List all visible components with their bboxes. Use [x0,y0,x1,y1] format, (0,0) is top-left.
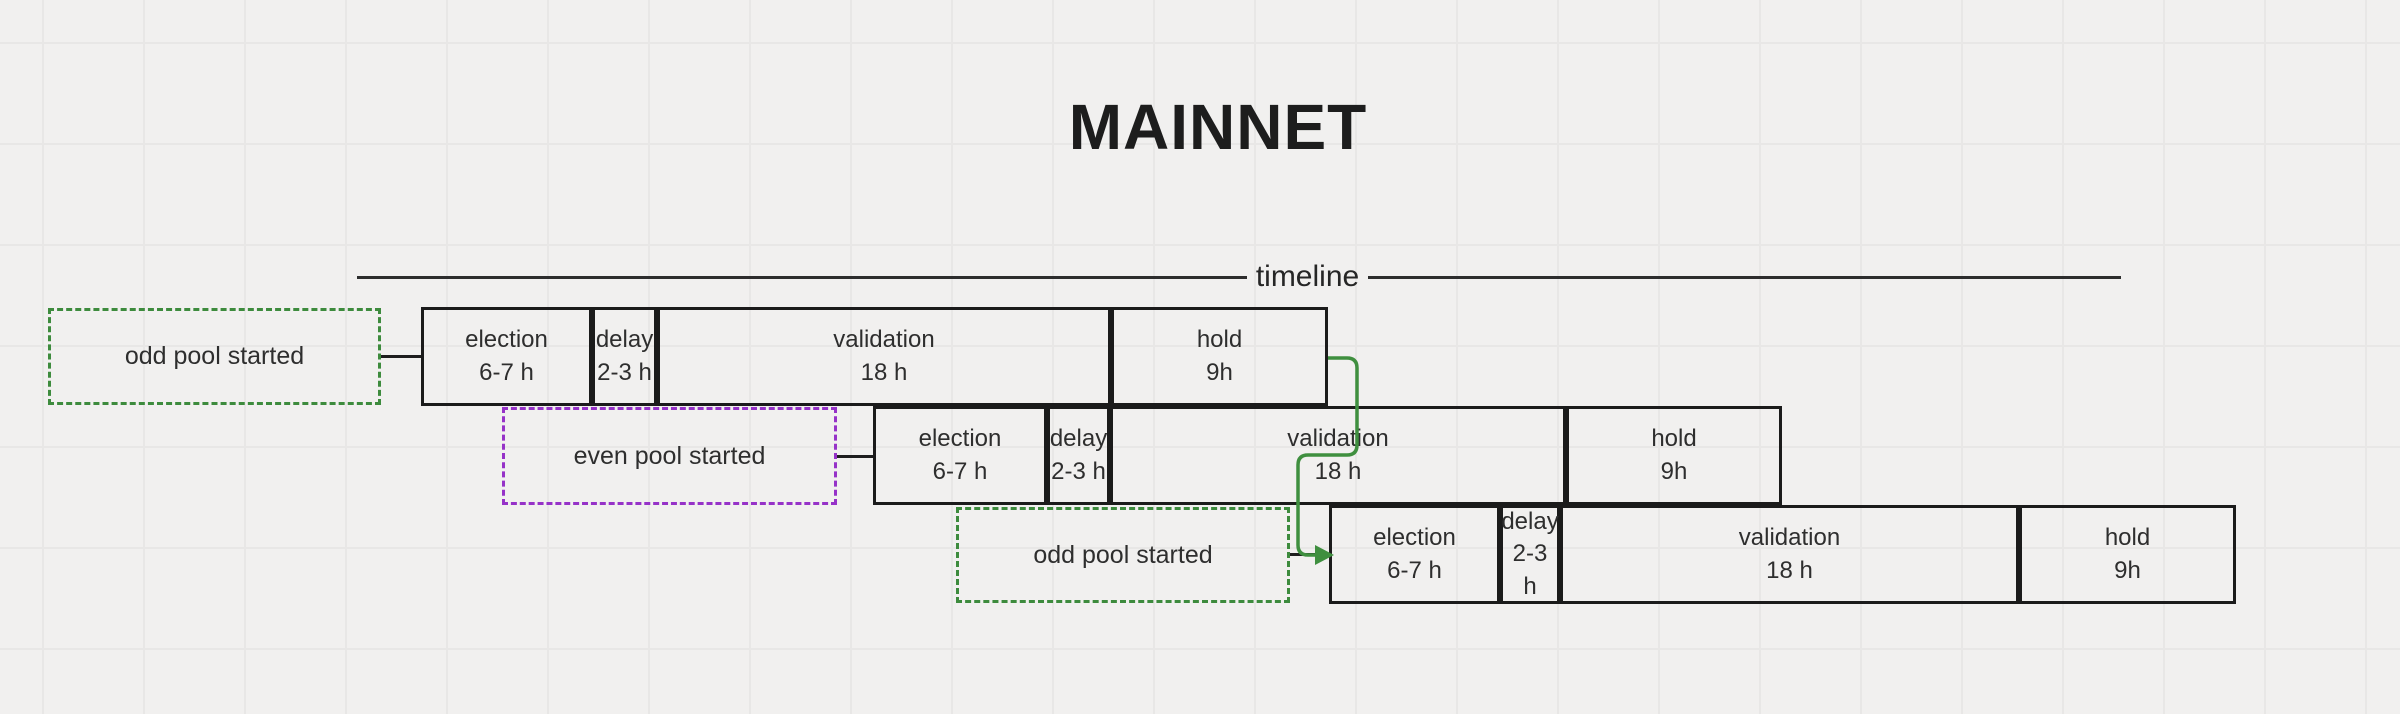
connector-line-row1 [381,355,421,358]
start-marker-label: even pool started [573,441,766,470]
phase-box-validation-row2: validation 18 h [1110,406,1566,505]
phase-box-hold-row2: hold 9h [1566,406,1782,505]
phase-box-hold-row3: hold 9h [2019,505,2236,604]
phase-name: validation [1287,425,1389,453]
phase-name: hold [1651,425,1697,453]
phase-duration: 9h [2114,556,2141,584]
timeline-line-right [1368,276,2121,279]
start-marker-odd-pool-row1: odd pool started [48,308,381,405]
phase-box-delay-row2: delay 2-3 h [1047,406,1110,505]
phase-box-validation-row1: validation 18 h [657,307,1111,406]
phase-name: delay [1501,507,1559,535]
phase-duration: 18 h [860,358,908,386]
phase-duration: 18 h [1314,457,1362,485]
phase-name: election [465,326,548,354]
phase-box-election-row2: election 6-7 h [873,406,1047,505]
start-marker-even-pool-row2: even pool started [502,407,837,505]
phase-name: election [918,425,1002,453]
phase-duration: 6-7 h [1387,556,1442,584]
phase-duration: 18 h [1766,556,1813,584]
start-marker-odd-pool-row3: odd pool started [956,507,1290,603]
start-marker-label: odd pool started [1033,540,1213,569]
timeline-line-left [357,276,1247,279]
phase-box-validation-row3: validation 18 h [1560,505,2019,604]
connector-line-row2 [837,455,873,458]
phase-box-delay-row1: delay 2-3 h [592,307,657,406]
phase-duration: 2-3 h [1051,457,1106,485]
phase-name: hold [2104,524,2151,552]
phase-duration: 9h [1660,457,1688,485]
phase-duration: 6-7 h [479,358,534,386]
phase-name: delay [1049,425,1108,453]
phase-name: validation [1738,524,1841,552]
phase-duration: 2-3 h [1512,540,1548,600]
phase-box-delay-row3: delay 2-3 h [1500,505,1560,604]
phase-duration: 9h [1206,358,1233,386]
diagram-title: MAINNET [1068,91,1368,163]
start-marker-label: odd pool started [124,342,305,370]
phase-duration: 6-7 h [932,457,988,485]
phase-box-hold-row1: hold 9h [1111,307,1328,406]
timeline-label: timeline [1255,260,1360,293]
phase-box-election-row1: election 6-7 h [421,307,592,406]
phase-name: delay [595,326,654,354]
phase-name: validation [833,326,935,354]
phase-name: election [1373,524,1456,552]
connector-line-row3 [1290,553,1316,556]
phase-duration: 2-3 h [597,358,652,386]
phase-box-election-row3: election 6-7 h [1329,505,1500,604]
phase-name: hold [1196,326,1243,354]
